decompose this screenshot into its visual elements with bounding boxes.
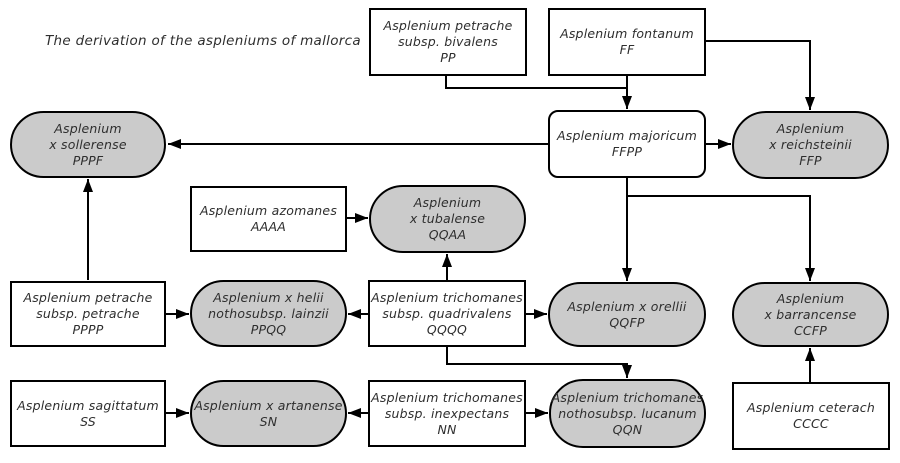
node-label-line: SS [80, 413, 96, 429]
edge-majoricum-barrancense [627, 195, 815, 281]
node-label-line: PP [440, 50, 456, 65]
node-label-line: QQQQ [426, 321, 468, 337]
node-label-line: Asplenium [776, 121, 845, 136]
node-label-line: subsp. quadrivalens [382, 305, 512, 321]
node-label-line: Asplenium ceterach [747, 400, 875, 415]
node-label-line: subsp. petrache [36, 306, 140, 321]
node-label-line: Asplenium [54, 120, 122, 136]
node-label-line: PPQQ [250, 321, 287, 337]
node-label-line: x sollerense [49, 136, 127, 152]
node-label-line: Asplenium petrache [383, 18, 513, 33]
node-label-line: NN [437, 421, 457, 437]
node-label-line: Asplenium majoricum [557, 128, 697, 143]
node-label-line: FFP [799, 153, 822, 168]
node-label-line: Asplenium fontanum [560, 26, 694, 41]
edge-fontanum-reichsteinii [706, 40, 815, 110]
edge-quadrivalens-lucanum [446, 347, 632, 378]
node-label-line: FF [619, 42, 635, 57]
node-label-line: SN [259, 413, 278, 429]
node-label-line: FFPP [611, 144, 643, 159]
node-label-line: Asplenium x artanense [194, 397, 343, 413]
node-label-line: QQFP [609, 314, 645, 330]
node-label-line: nothosubsp. lucanum [558, 405, 697, 421]
node-label-line: PPPF [72, 152, 104, 168]
node-label-line: subsp. bivalens [398, 34, 498, 49]
node-label-line: Asplenium x orellii [567, 298, 687, 314]
node-label-line: x tubalense [409, 211, 486, 226]
node-label-line: Asplenium trichomanes [551, 389, 704, 405]
node-label-line: Asplenium trichomanes [371, 389, 523, 405]
node-label-line: Asplenium [776, 290, 845, 306]
node-label-line: subsp. inexpectans [384, 405, 510, 421]
node-label-line: Asplenium trichomanes [371, 289, 523, 305]
node-label-line: Asplenium petrache [23, 290, 153, 305]
node-label-line: PPPP [72, 322, 104, 337]
node-label-line: AAAA [250, 219, 286, 234]
node-label-line: CCCC [793, 416, 829, 431]
node-label-line: Asplenium azomanes [199, 203, 338, 218]
node-label-line: QQAA [428, 227, 467, 242]
node-label-line: x barrancense [764, 306, 857, 322]
node-label-line: Asplenium x helii [213, 289, 324, 305]
node-label-line: Asplenium [413, 195, 482, 210]
node-label-line: Asplenium sagittatum [17, 397, 159, 413]
node-label-line: x reichsteinii [769, 137, 852, 152]
diagram-title: The derivation of the aspleniums of mall… [45, 33, 361, 49]
node-label-line: QQN [612, 421, 643, 437]
edge-bivalens-majoricum [445, 76, 627, 89]
node-label-line: CCFP [794, 322, 827, 338]
node-label-line: nothosubsp. lainzii [208, 305, 329, 321]
